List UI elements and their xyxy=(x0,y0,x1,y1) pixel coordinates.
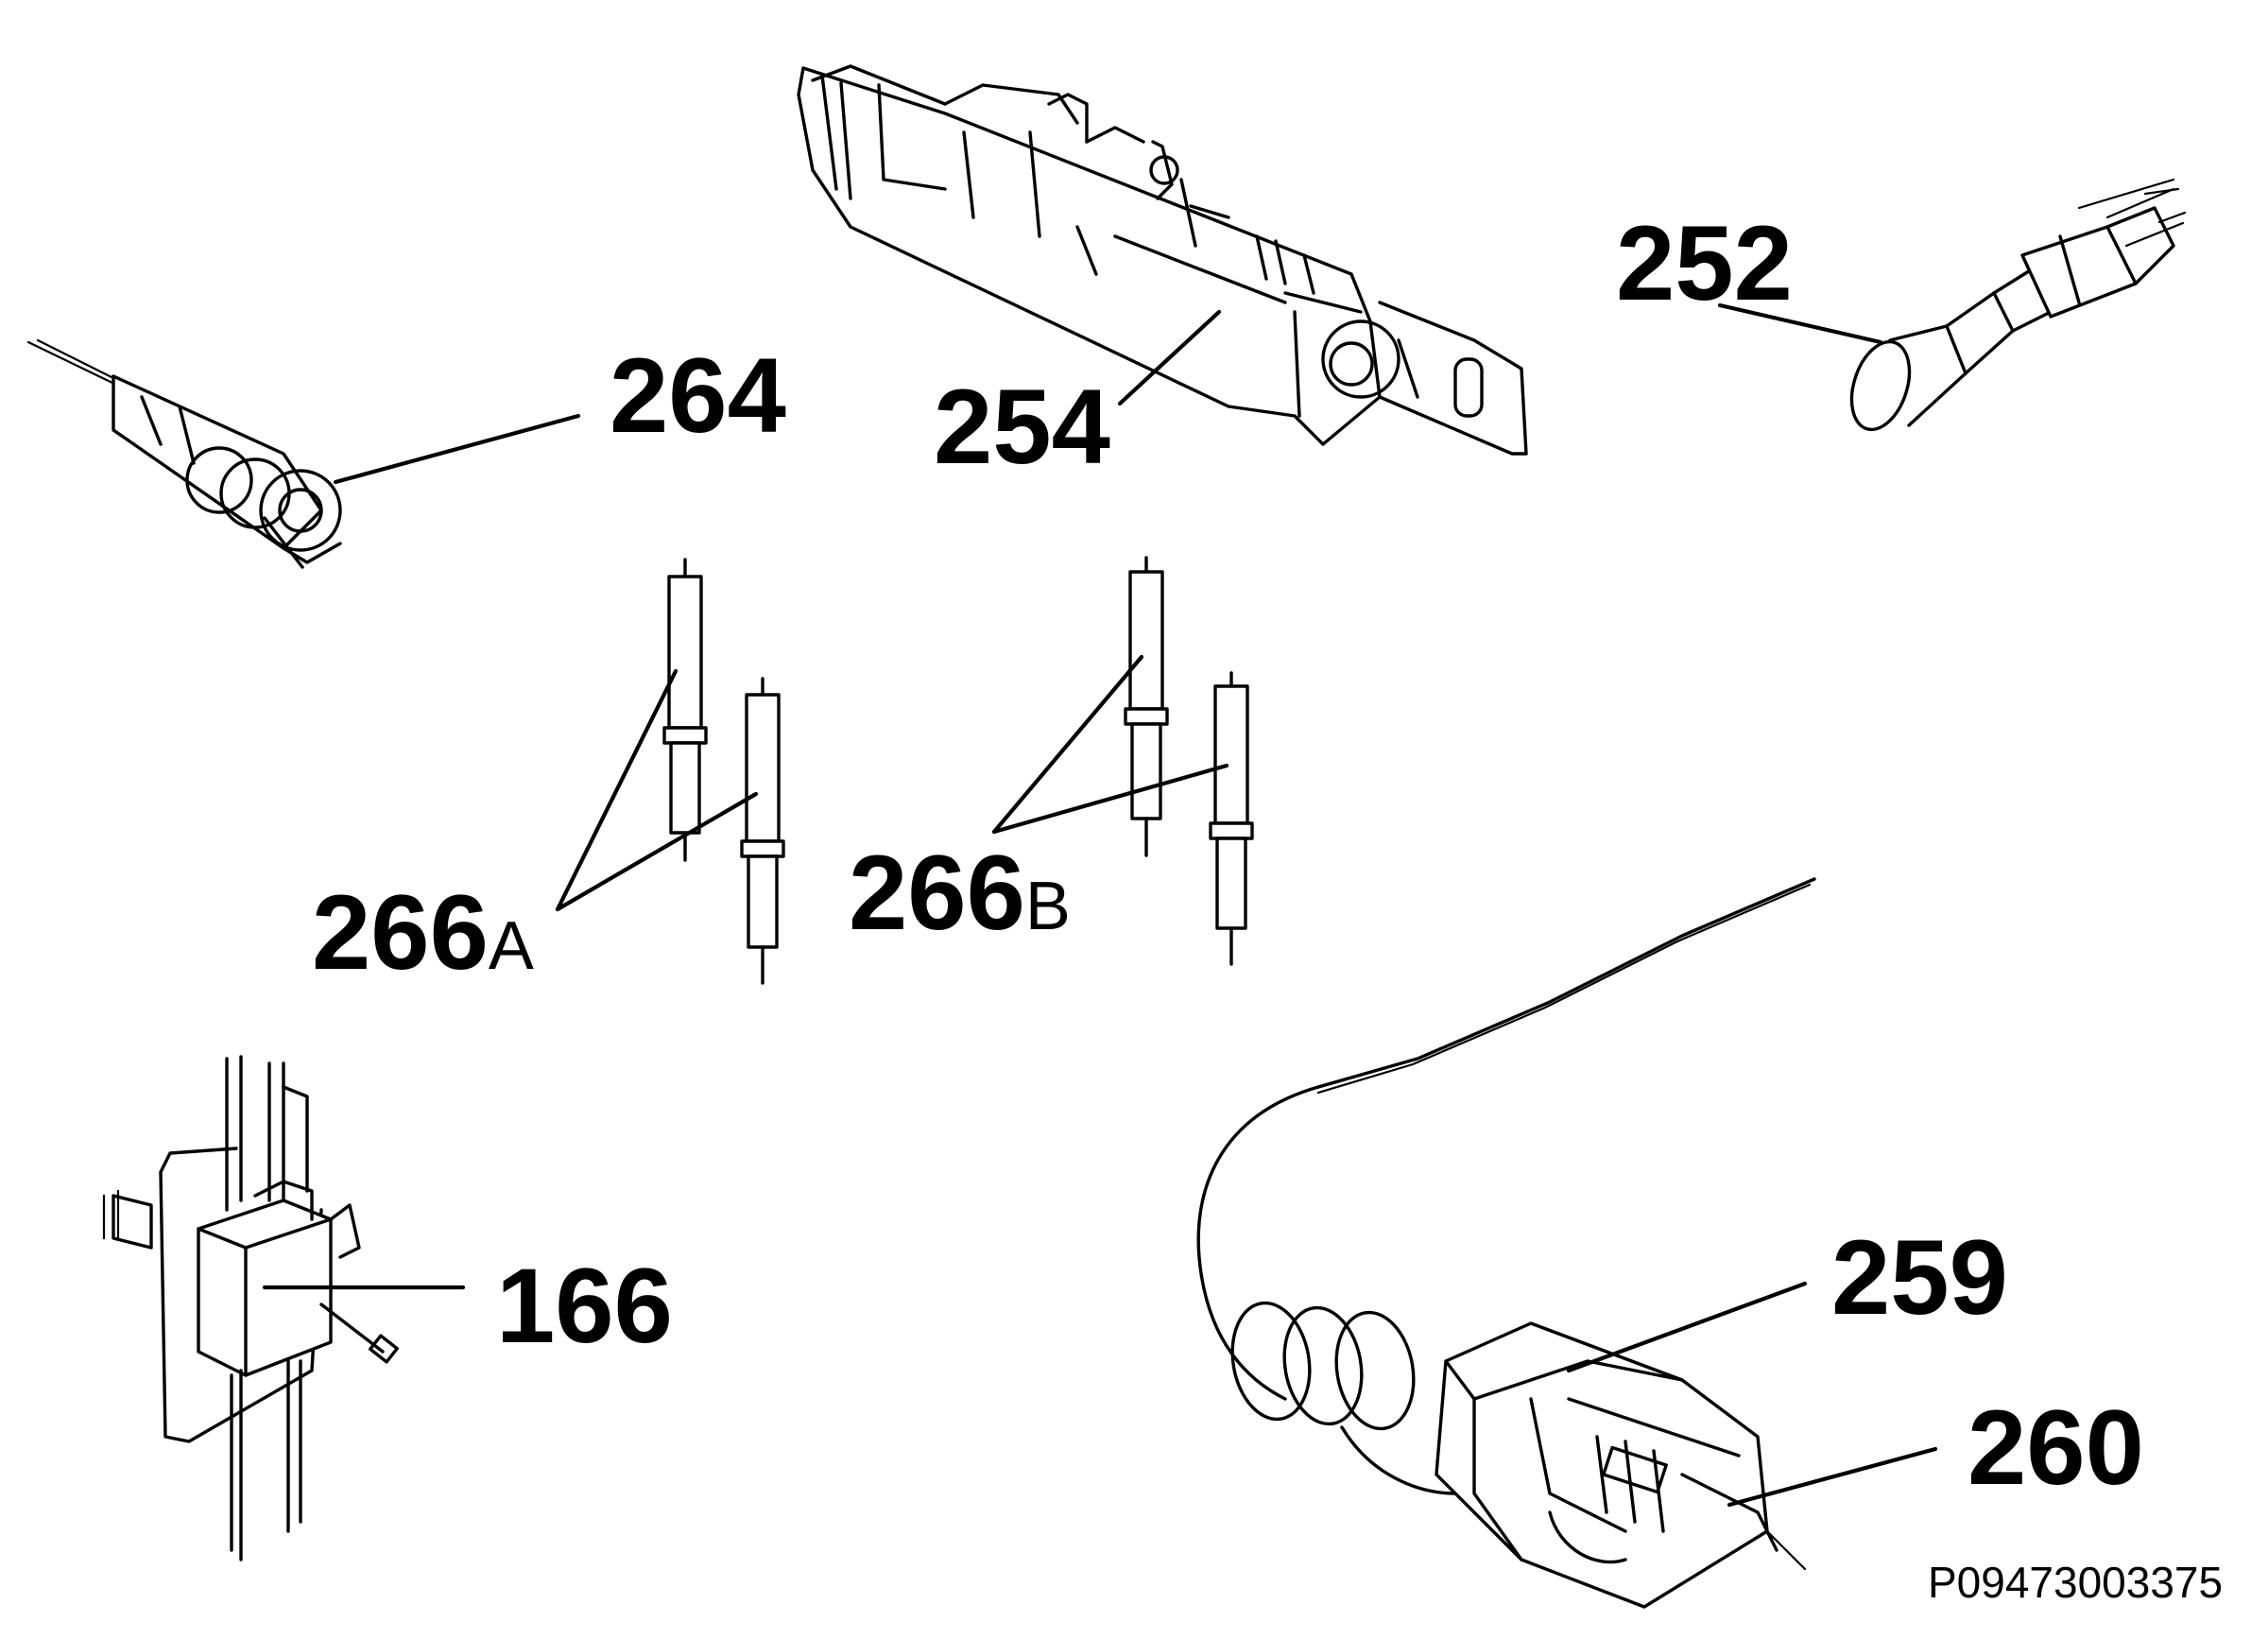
leader-266a xyxy=(555,668,759,912)
callout-260: 260 xyxy=(1967,1389,2144,1507)
part-266b-electrodes xyxy=(1124,556,1254,966)
callout-266b: 266B xyxy=(849,834,1071,952)
part-254-module xyxy=(797,64,1528,456)
callout-264: 264 xyxy=(610,336,786,455)
leader-264 xyxy=(333,413,581,485)
callout-266a: 266A xyxy=(312,873,534,992)
callout-252: 252 xyxy=(1616,204,1793,322)
callout-266a-number: 266 xyxy=(312,873,489,992)
leader-259 xyxy=(1566,1281,1808,1373)
reference-code: P09473003375 xyxy=(1928,1558,2223,1607)
part-266a-electrodes xyxy=(662,558,785,985)
leader-254 xyxy=(1117,309,1222,406)
callout-166: 166 xyxy=(496,1247,673,1365)
part-264-probe xyxy=(26,338,342,569)
callout-259: 259 xyxy=(1831,1218,2008,1337)
leader-252 xyxy=(1717,302,1883,345)
part-166-valve xyxy=(102,1055,399,1561)
part-259-260-thermostat xyxy=(1196,877,1816,1609)
part-252-connector xyxy=(1849,178,2187,432)
leader-260 xyxy=(1727,1446,1938,1508)
leader-266b xyxy=(991,654,1229,835)
callout-254: 254 xyxy=(934,368,1110,486)
callout-266b-suffix: B xyxy=(1025,869,1071,944)
callout-266b-number: 266 xyxy=(849,834,1025,952)
callout-266a-suffix: A xyxy=(489,908,534,984)
